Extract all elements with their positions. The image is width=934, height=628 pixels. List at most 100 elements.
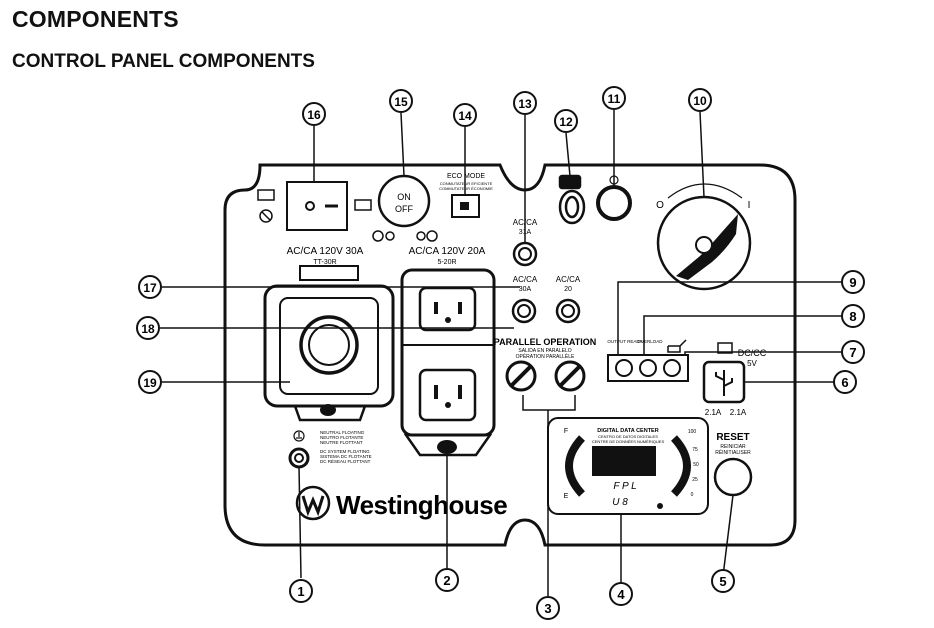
choke-i-label: I <box>748 200 751 211</box>
dc-note-2: SISTEMA DC FLOTANTE <box>320 454 372 459</box>
lcd-display <box>592 446 656 476</box>
ddc-e: E <box>564 493 569 500</box>
outlet-slots <box>434 302 462 454</box>
leader-lines <box>160 110 844 596</box>
ready-label: OUTPUT READY <box>607 339 642 344</box>
ddc-50: 50 <box>693 462 699 468</box>
svg-text:14: 14 <box>458 109 472 123</box>
callout-7: 7 <box>841 340 865 364</box>
ground-terminal <box>288 447 310 469</box>
callout-1: 1 <box>289 579 313 603</box>
ddc-title: DIGITAL DATA CENTER <box>597 428 658 434</box>
callout-18: 18 <box>136 316 160 340</box>
par-right-sub: 20 <box>564 286 572 293</box>
ddc-100: 100 <box>688 429 697 435</box>
dc-note-3: DC RÉSEAU FLOTTANT <box>320 458 371 464</box>
reset-label: RESET <box>716 432 749 443</box>
svg-text:15: 15 <box>394 95 408 109</box>
breaker-31a <box>512 241 538 267</box>
battery-switch <box>286 181 348 231</box>
choke-o-label: O <box>656 200 664 211</box>
callout-4: 4 <box>609 582 633 606</box>
dc-label: DC/CC <box>738 348 767 358</box>
ddc-row2: U 8 <box>612 497 628 508</box>
callout-5: 5 <box>711 569 735 593</box>
parallel-sub2: OPÉRATION PARALLÈLE <box>516 353 575 360</box>
par-left-sub: 30A <box>519 286 532 293</box>
load-gauge-arc <box>670 435 691 497</box>
reset-sub1: REINICIAR <box>720 444 746 450</box>
low-oil-led <box>663 359 681 377</box>
callout-15: 15 <box>389 89 413 113</box>
outlet-20-sub: 5-20R <box>437 259 456 266</box>
parallel-title: PARALLEL OPERATION <box>494 337 597 347</box>
oil-can-icon <box>667 339 687 353</box>
outlet-30-sub: TT-30R <box>313 259 336 266</box>
eco-sub1: CONMUTATEUR EFICIENTE <box>440 181 493 186</box>
ddc-75: 75 <box>692 447 698 453</box>
parallel-ports <box>505 360 586 392</box>
svg-text:9: 9 <box>849 275 856 290</box>
svg-text:17: 17 <box>143 281 157 295</box>
callout-2: 2 <box>435 568 459 592</box>
dial-knob <box>676 214 738 280</box>
callout-11: 11 <box>602 86 626 110</box>
svg-text:7: 7 <box>849 345 856 360</box>
callout-19: 19 <box>138 370 162 394</box>
svg-text:18: 18 <box>141 322 155 336</box>
ddc-row1: F P L <box>613 481 636 492</box>
reset-sub2: RÉINITIALISER <box>715 449 751 456</box>
outlet-20a <box>400 268 496 457</box>
breaker-30a <box>511 298 537 324</box>
no-symbol-icon <box>259 209 273 223</box>
callout-14: 14 <box>453 103 477 127</box>
on-label: ON <box>397 192 411 202</box>
led-strip <box>607 354 689 382</box>
page-heading: COMPONENTS <box>12 6 179 32</box>
ddc-f: F <box>564 428 568 435</box>
svg-text:11: 11 <box>608 92 621 106</box>
usb-cover <box>717 342 733 354</box>
fuel-gauge-arc <box>565 435 586 497</box>
ddc-25: 25 <box>692 477 698 483</box>
svg-text:13: 13 <box>518 97 532 111</box>
ground-screw-30a <box>320 404 336 416</box>
svg-text:12: 12 <box>559 115 573 129</box>
svg-text:2: 2 <box>443 573 450 588</box>
svg-text:4: 4 <box>617 587 625 602</box>
overload-label: OVERLOAD <box>637 339 663 344</box>
ddc-0: 0 <box>691 492 694 498</box>
svg-text:8: 8 <box>849 309 856 324</box>
eco-mode-label: ECO MODE <box>447 173 485 180</box>
svg-text:19: 19 <box>143 376 157 390</box>
usb-left-label: 2.1A <box>705 408 722 417</box>
hand-start-icon <box>372 230 438 242</box>
fuel-selector <box>558 174 586 225</box>
output-ready-led <box>615 359 633 377</box>
callout-6: 6 <box>833 370 857 394</box>
outlet-30-label: AC/CA 120V 30A <box>287 246 364 257</box>
reset-button <box>713 457 753 497</box>
svg-text:10: 10 <box>693 94 707 108</box>
svg-text:16: 16 <box>307 108 321 122</box>
brand-logo-icon <box>295 485 331 521</box>
choke-button <box>596 185 632 221</box>
parallel-sub1: SALIDA EN PARALELO <box>518 348 571 354</box>
callout-8: 8 <box>841 304 865 328</box>
callout-10: 10 <box>688 88 712 112</box>
outlet-20-label: AC/CA 120V 20A <box>409 246 486 257</box>
neutral-note-1: NEUTRAL FLOATING <box>320 430 365 435</box>
dc-sub: 5V <box>747 359 757 368</box>
overload-led <box>639 359 657 377</box>
usb-right-label: 2.1A <box>730 408 747 417</box>
callout-12: 12 <box>554 109 578 133</box>
callout-3: 3 <box>536 596 560 620</box>
brand-name: Westinghouse <box>336 490 507 520</box>
panel-outline <box>223 163 797 547</box>
neutral-note-2: NEUTRO FLOTANTE <box>320 435 363 440</box>
svg-text:5: 5 <box>719 574 726 589</box>
callout-13: 13 <box>513 91 537 115</box>
callout-17: 17 <box>138 275 162 299</box>
ddc-sub1: CENTRO DE DATOS DIGITALES <box>598 434 658 439</box>
